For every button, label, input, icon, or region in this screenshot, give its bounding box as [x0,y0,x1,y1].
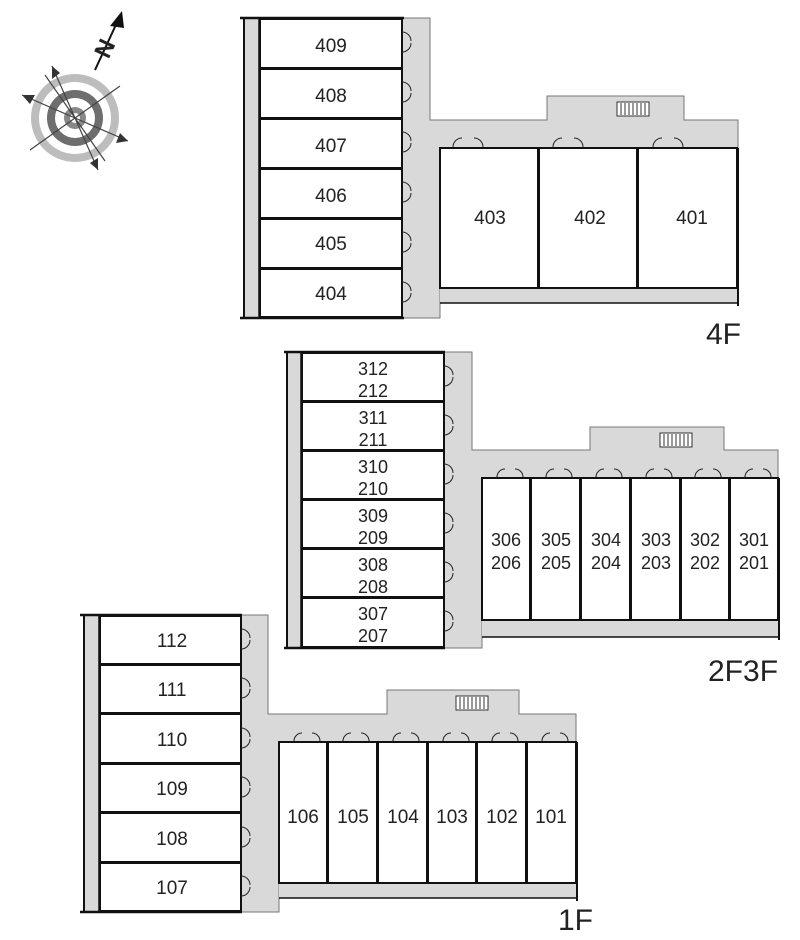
floor-1f: 112 111 110 109 108 107 [80,613,593,937]
svg-text:103: 103 [436,807,468,828]
svg-text:309: 309 [358,506,388,526]
svg-text:401: 401 [676,208,708,229]
room-109: 109 [99,763,242,813]
room-401: 401 [637,147,738,289]
door-swings-left-1f [240,628,251,897]
svg-text:104: 104 [387,807,419,828]
room-404: 404 [259,268,403,318]
room-409: 409 [259,18,403,69]
svg-text:307: 307 [358,604,388,624]
svg-text:202: 202 [690,553,720,573]
door-swings-left-2f3f [443,365,454,632]
svg-text:402: 402 [574,208,606,229]
room-110: 110 [99,713,242,764]
door-swings-left-4f [401,31,412,303]
svg-text:105: 105 [337,807,369,828]
room-402: 402 [538,147,638,289]
svg-text:201: 201 [739,553,769,573]
room-407: 407 [259,118,403,169]
svg-text:108: 108 [156,829,188,850]
room-106: 106 [278,741,328,884]
svg-text:308: 308 [358,555,388,575]
room-309-209: 309 209 [301,499,445,549]
svg-text:110: 110 [157,730,187,751]
svg-text:106: 106 [287,807,319,828]
room-104: 104 [377,741,428,884]
svg-text:302: 302 [690,530,720,550]
room-403: 403 [439,147,539,289]
floor-4f: 409 408 407 406 405 404 [240,16,741,351]
floor-label-2f3f: 2F3F [708,655,778,688]
room-305-205: 305 205 [530,477,581,621]
room-107: 107 [99,862,242,912]
room-308-208: 308 208 [301,548,445,598]
svg-text:403: 403 [474,208,506,229]
room-312-212: 312 212 [301,352,445,402]
svg-text:312: 312 [358,359,388,379]
svg-text:407: 407 [315,136,347,157]
room-408: 408 [259,68,403,119]
svg-text:109: 109 [156,779,188,800]
svg-text:205: 205 [541,553,571,573]
svg-text:211: 211 [359,430,388,450]
north-label: N [89,35,121,62]
floor-2f3f: 312 212 311 211 310 210 309 209 308 208 … [284,350,780,688]
svg-text:210: 210 [358,479,388,499]
room-303-203: 303 203 [630,477,681,621]
room-111: 111 [99,664,242,714]
svg-text:112: 112 [157,631,187,652]
room-406: 406 [259,168,403,219]
svg-text:311: 311 [359,408,388,428]
floor-label-4f: 4F [706,318,741,351]
svg-text:409: 409 [315,36,347,57]
room-310-210: 310 210 [301,450,445,500]
svg-text:111: 111 [158,680,187,701]
svg-text:405: 405 [315,234,347,255]
room-108: 108 [99,812,242,863]
svg-text:310: 310 [358,457,388,477]
svg-text:207: 207 [358,626,388,646]
room-304-204: 304 204 [580,477,631,621]
room-102: 102 [476,741,527,884]
door-swings-right-4f [452,137,684,148]
svg-text:209: 209 [358,528,388,548]
room-302-202: 302 202 [680,477,730,621]
svg-text:303: 303 [641,530,671,550]
svg-text:305: 305 [541,530,571,550]
room-101: 101 [526,741,577,884]
svg-text:408: 408 [315,86,347,107]
svg-text:206: 206 [491,553,521,573]
room-301-201: 301 201 [729,477,779,621]
svg-text:212: 212 [358,381,388,401]
svg-text:304: 304 [591,530,621,550]
room-311-211: 311 211 [301,401,445,451]
compass-rose-icon: N [21,11,129,171]
svg-text:404: 404 [315,284,347,305]
svg-text:406: 406 [315,186,347,207]
svg-text:306: 306 [491,530,521,550]
room-105: 105 [327,741,378,884]
room-307-207: 307 207 [301,597,445,648]
svg-text:102: 102 [486,807,518,828]
svg-text:301: 301 [739,530,769,550]
svg-text:204: 204 [591,553,621,573]
room-103: 103 [427,741,477,884]
room-306-206: 306 206 [481,477,531,621]
svg-text:107: 107 [156,878,188,899]
svg-text:203: 203 [641,553,671,573]
svg-text:101: 101 [535,807,567,828]
door-swings-right-2f3f [496,468,772,478]
room-112: 112 [99,615,242,665]
room-405: 405 [259,218,403,269]
door-swings-right-1f [293,732,569,742]
svg-text:208: 208 [358,577,388,597]
floor-label-1f: 1F [558,904,593,937]
